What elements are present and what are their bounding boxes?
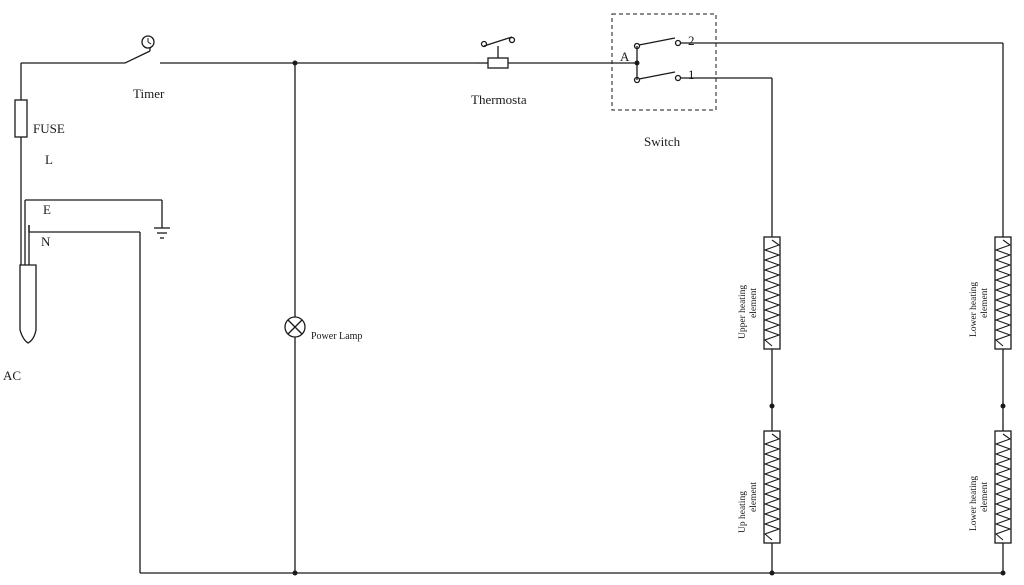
live-wire: [14, 62, 125, 200]
fuse-symbol: [14, 99, 28, 138]
lower-top-label-1: Lower heating: [969, 282, 979, 337]
selector-switch: [611, 13, 1003, 111]
switch-terminal-1: 1: [688, 67, 695, 82]
timer-switch: [124, 35, 295, 64]
switch-terminal-2: 2: [688, 33, 695, 48]
switch-terminal-a: A: [620, 49, 630, 64]
upper-bottom-label-1: Up heating: [738, 491, 748, 533]
ground-icon: [154, 227, 170, 239]
upper-top-label-2: element: [749, 288, 759, 318]
lower-top-label-2: element: [980, 288, 990, 318]
ac-label: AC: [3, 368, 21, 383]
lower-bottom-label-1: Lower heating: [969, 476, 979, 531]
live-label: L: [45, 152, 53, 167]
neutral-label: N: [41, 234, 51, 249]
upper-heating-branch: [763, 78, 781, 576]
earth-label: E: [43, 202, 51, 217]
thermostat-label: Thermosta: [471, 92, 527, 107]
earth-wire: [25, 199, 170, 239]
power-lamp-branch: [284, 60, 306, 576]
thermostat-switch: [476, 36, 612, 69]
ac-plug: [19, 200, 37, 344]
upper-top-label-1: Upper heating: [738, 285, 748, 339]
upper-bottom-label-2: element: [749, 482, 759, 512]
power-lamp-label: Power Lamp: [311, 331, 362, 342]
switch-label: Switch: [644, 134, 681, 149]
lower-heating-branch: [994, 43, 1012, 576]
timer-label: Timer: [133, 86, 165, 101]
clock-icon: [141, 35, 155, 49]
neutral-wire: [28, 225, 1003, 574]
lower-bottom-label-2: element: [980, 482, 990, 512]
fuse-label: FUSE: [33, 121, 65, 136]
